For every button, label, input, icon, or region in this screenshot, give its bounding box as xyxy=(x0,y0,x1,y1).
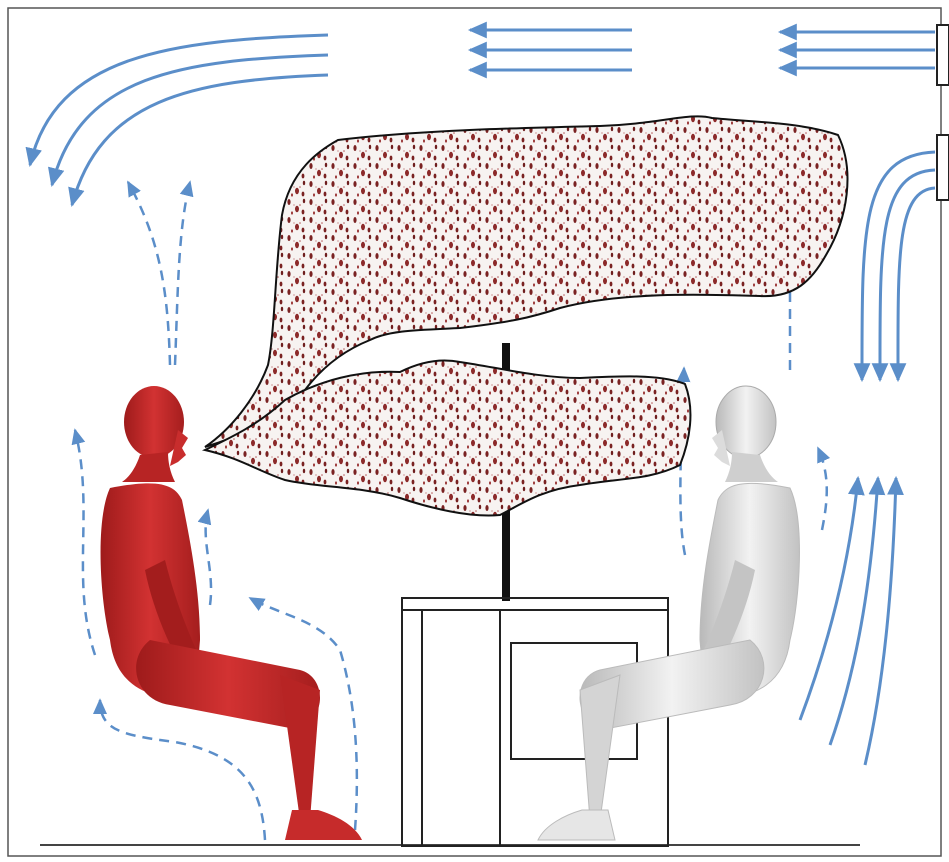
arrow-icon xyxy=(75,430,95,655)
arrow-icon xyxy=(52,55,328,185)
arrow-icon xyxy=(175,182,190,365)
arrow-icon xyxy=(206,510,211,605)
arrow-icon xyxy=(72,75,328,205)
arrow-icon xyxy=(898,188,935,380)
arrow-icon xyxy=(128,182,170,365)
arrow-icon xyxy=(880,170,935,380)
arrow-icon xyxy=(818,448,827,530)
vent-icon xyxy=(937,25,949,85)
arrow-icon xyxy=(865,478,896,765)
arrow-icon xyxy=(100,700,265,840)
arrow-icon xyxy=(30,35,328,165)
vent-icon xyxy=(937,135,949,200)
